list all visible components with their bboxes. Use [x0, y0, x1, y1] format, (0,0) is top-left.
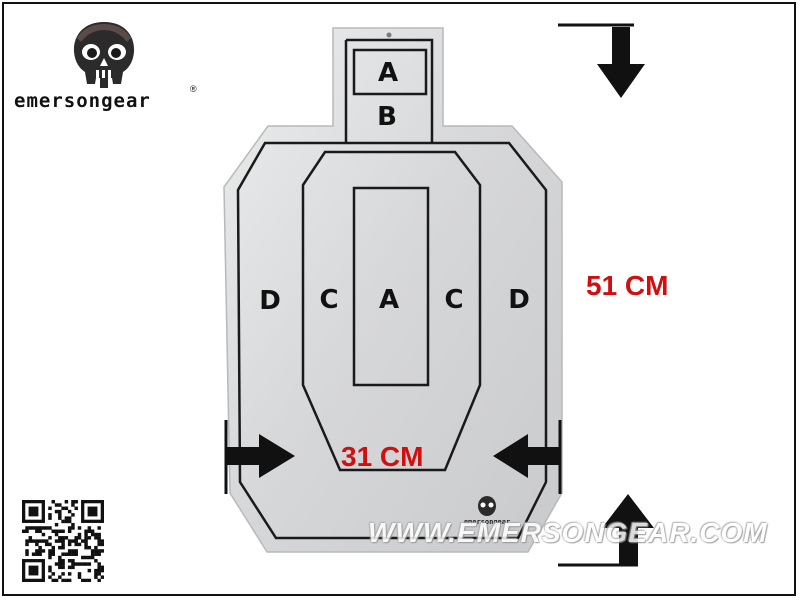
website-watermark: WWW.EMERSONGEAR.COM [368, 517, 768, 548]
plate-mini-wordmark: emersongear [463, 518, 511, 526]
hanging-hole [386, 32, 392, 38]
center-a-box [352, 186, 430, 387]
height-dimension-label: 51 CM [586, 270, 669, 301]
zone-label-neck-b: B [377, 102, 397, 132]
zone-label-center-a: A [378, 285, 400, 315]
zone-label-left-c: C [319, 285, 339, 315]
zone-label-left-d: D [259, 286, 281, 316]
outer-d-zone [236, 141, 548, 540]
zone-label-right-c: C [444, 285, 464, 315]
bottom-up-arrow [558, 494, 654, 567]
brand-wordmark: emersongear [14, 90, 151, 112]
brand-logo: emersongear ® [14, 18, 197, 118]
skull-icon [69, 18, 139, 93]
zone-label-right-d: D [508, 285, 530, 315]
right-left-arrow [493, 420, 562, 494]
head-outline [346, 38, 434, 143]
width-dimension-label: 31 CM [341, 441, 424, 472]
qr-code [22, 500, 105, 583]
c-zone [301, 150, 482, 472]
mini-skull-icon [478, 496, 496, 516]
head-a-box [352, 48, 428, 96]
top-down-arrow [558, 23, 645, 98]
left-right-arrow [224, 420, 295, 494]
plate-mini-logo: emersongear [452, 494, 522, 530]
target-plate [223, 27, 563, 553]
registered-mark: ® [190, 84, 197, 94]
zone-label-head-a: A [377, 58, 399, 88]
